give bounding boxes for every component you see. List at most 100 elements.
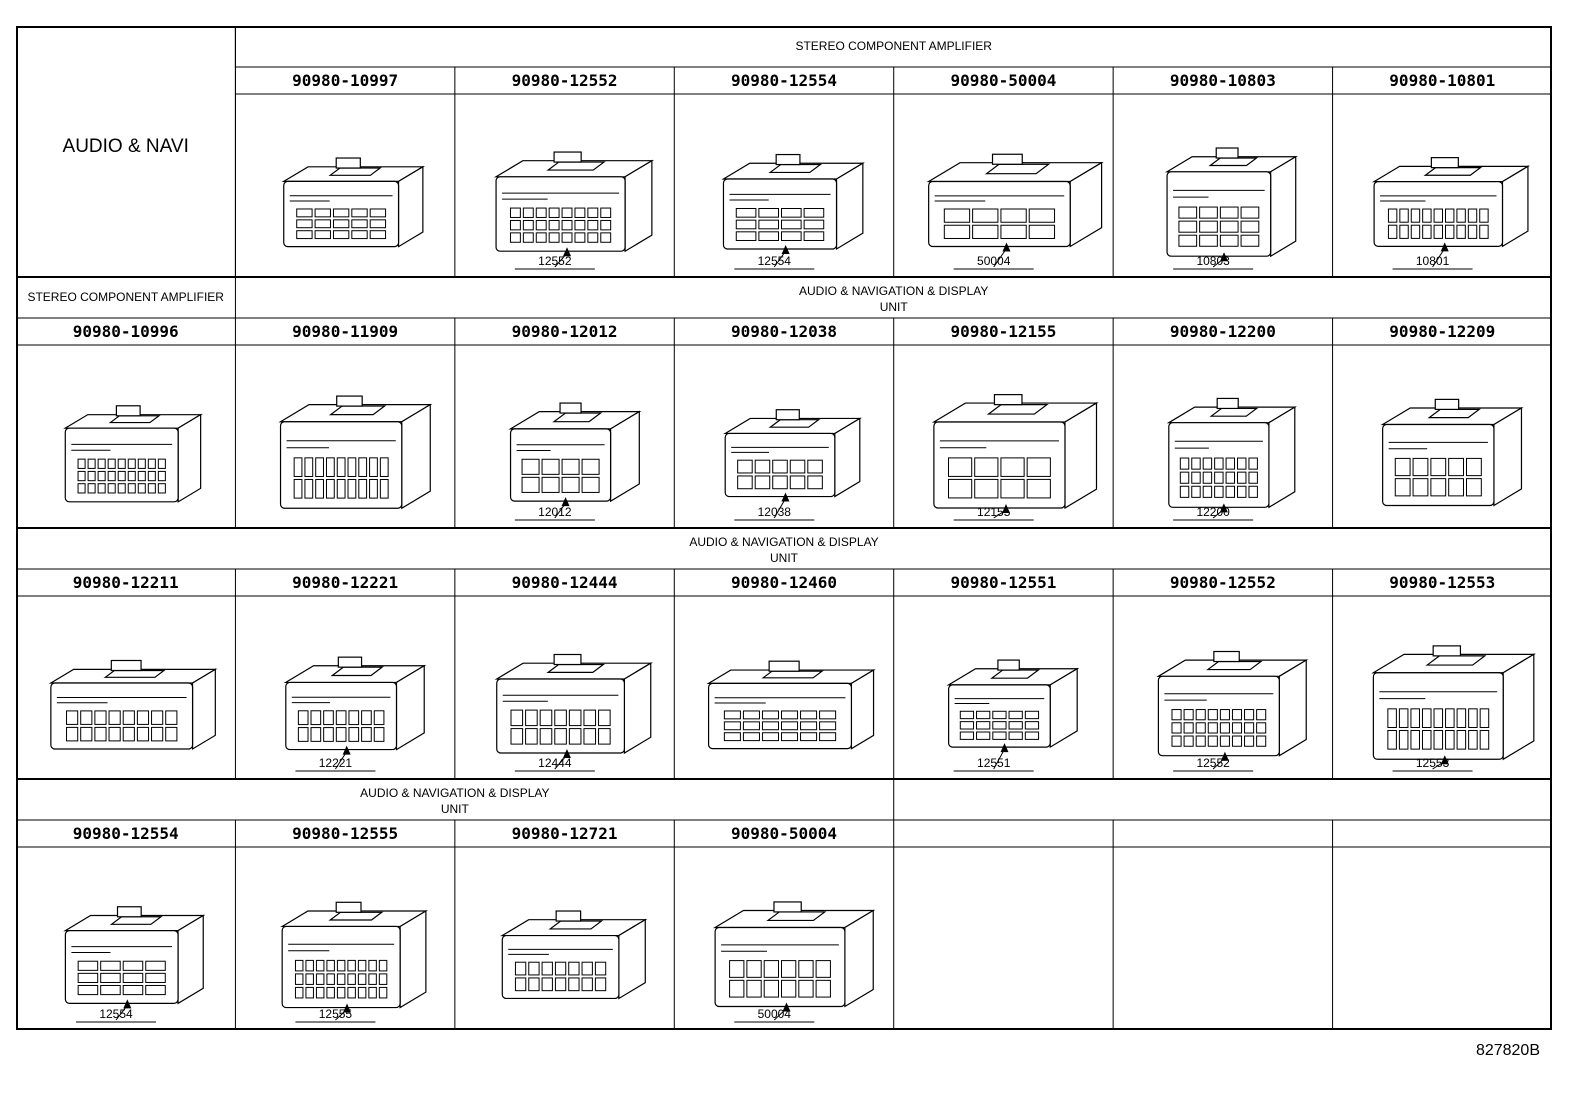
connector-cell: 90980-12155 12155 [931, 322, 1099, 521]
connector-cell: 90980-12554 12554 [63, 824, 206, 1023]
callout-label: 12012 [538, 505, 572, 519]
connector-cell: 90980-12221 12221 [283, 573, 427, 772]
header-sublabel: UNIT [770, 551, 799, 565]
callout-label: 12444 [538, 756, 572, 770]
connector-cell: 90980-12721 [500, 824, 648, 1000]
connector-cell: 90980-10801 10801 [1371, 71, 1531, 270]
connector-cell: AUDIO & NAVI [63, 136, 189, 157]
connector-drawing: 12552 [1156, 650, 1309, 772]
connector-drawing: 12221 [283, 656, 427, 772]
connector-drawing: 12444 [494, 653, 653, 772]
callout-label: 12200 [1196, 505, 1230, 519]
connector-cell: 90980-10997 [281, 71, 426, 248]
part-number: 90980-12554 [731, 71, 837, 90]
connector-drawing [278, 395, 433, 510]
part-number: 90980-12721 [512, 824, 618, 843]
connector-cell: 90980-12038 12038 [723, 322, 862, 521]
connector-drawing: 12200 [1166, 397, 1297, 521]
connector-drawing: 10801 [1371, 157, 1531, 270]
part-number: 90980-10803 [1170, 71, 1276, 90]
callout-label: 12553 [1416, 756, 1450, 770]
connector-drawing [500, 910, 648, 1000]
part-number: 90980-12211 [73, 573, 179, 592]
connector-cell: 90980-50004 50004 [926, 71, 1104, 270]
connector-drawing [48, 659, 218, 751]
connector-table: STEREO COMPONENT AMPLIFIER AUDIO & NAVI 90… [16, 26, 1552, 1030]
callout-label: 12038 [758, 505, 792, 519]
callout-label: 10801 [1416, 254, 1450, 268]
callout-label: 12155 [977, 505, 1011, 519]
part-number: 90980-12444 [512, 573, 618, 592]
connector-drawing: 12038 [723, 409, 862, 521]
connector-cell: 90980-11909 [278, 322, 433, 510]
part-number: 90980-12221 [292, 573, 398, 592]
connector-drawing: 12554 [721, 153, 866, 270]
callout-label: 12554 [99, 1007, 133, 1021]
callout-label: 50004 [977, 254, 1011, 268]
callout-label: 12551 [977, 756, 1011, 770]
header-sublabel: UNIT [441, 802, 470, 816]
part-number: 90980-12553 [1389, 573, 1495, 592]
part-number: 90980-12038 [731, 322, 837, 341]
header-sublabel: UNIT [880, 300, 909, 314]
part-number: 90980-12552 [1170, 573, 1276, 592]
part-number: 90980-12554 [73, 824, 179, 843]
callout-label: 12555 [319, 1007, 353, 1021]
connector-cell: 90980-10996 [63, 322, 203, 503]
connector-cell: 90980-10803 10803 [1164, 71, 1298, 270]
part-number: 90980-12555 [292, 824, 398, 843]
connector-cell: 90980-12555 12555 [279, 824, 429, 1023]
connector-drawing: 12554 [63, 906, 206, 1023]
part-number: 90980-11909 [292, 322, 398, 341]
header-label: AUDIO & NAVIGATION & DISPLAY [689, 535, 878, 549]
connector-drawing: 50004 [926, 153, 1104, 270]
part-number: 90980-12209 [1389, 322, 1495, 341]
part-number: 90980-50004 [731, 824, 837, 843]
part-number: 90980-50004 [950, 71, 1056, 90]
audio-navi-label: AUDIO & NAVI [63, 136, 189, 157]
table-row: AUDIO & NAVIGATION & DISPLAYUNIT90980-12… [16, 778, 1552, 1030]
part-number: 90980-12552 [512, 71, 618, 90]
figure-id: 827820B [1475, 1042, 1540, 1059]
connector-drawing [1380, 398, 1524, 507]
callout-label: 50004 [758, 1007, 792, 1021]
connector-drawing: 12551 [946, 659, 1080, 772]
part-number: 90980-12155 [950, 322, 1056, 341]
connector-cell: 90980-12552 12552 [493, 71, 655, 270]
connector-cell: 90980-12209 [1380, 322, 1524, 507]
part-number: 90980-12551 [950, 573, 1056, 592]
connector-drawing [281, 157, 426, 248]
connector-cell: 90980-12460 [706, 573, 876, 750]
connector-cell: 90980-12211 [48, 573, 218, 751]
part-number: 90980-10997 [292, 71, 398, 90]
connector-cell: 90980-12551 12551 [946, 573, 1080, 772]
part-number: 90980-12012 [512, 322, 618, 341]
connector-cell: 90980-12200 12200 [1166, 322, 1297, 521]
connector-drawing [706, 660, 876, 750]
connector-drawing [63, 405, 203, 503]
connector-drawing: 12555 [279, 901, 429, 1023]
connector-drawing: 12012 [508, 402, 642, 521]
connector-drawing: 12155 [931, 394, 1099, 521]
table-row: AUDIO & NAVIGATION & DISPLAY UNIT 90980-12… [16, 527, 1552, 779]
connector-drawing: 10803 [1164, 147, 1298, 270]
connector-cell: 90980-12012 12012 [508, 322, 642, 521]
callout-label: 12554 [758, 254, 792, 268]
connector-drawing: 12552 [493, 151, 655, 270]
connector-cell: 90980-12553 12553 [1371, 573, 1536, 772]
connector-cell: 90980-50004 50004 [712, 824, 876, 1023]
part-number: 90980-12460 [731, 573, 837, 592]
part-number: 90980-10996 [73, 322, 179, 341]
callout-label: 12552 [1196, 756, 1230, 770]
part-number: 90980-10801 [1389, 71, 1495, 90]
callout-label: 12552 [538, 254, 572, 268]
connector-cell: 90980-12554 12554 [721, 71, 866, 270]
callout-label: 10803 [1196, 254, 1230, 268]
connector-drawing: 12553 [1371, 645, 1536, 772]
part-number: 90980-12200 [1170, 322, 1276, 341]
connector-cell: 90980-12552 12552 [1156, 573, 1309, 772]
header-label: STEREO COMPONENT AMPLIFIER [27, 290, 224, 304]
callout-label: 12221 [319, 756, 353, 770]
